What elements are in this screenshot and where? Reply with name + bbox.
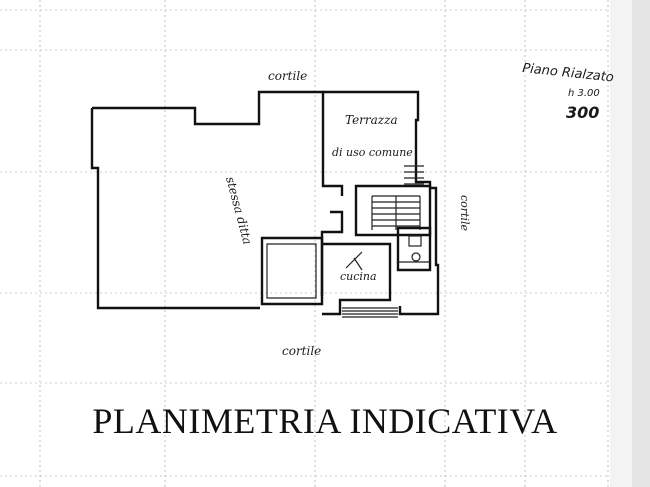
label-cortile-right: cortile bbox=[458, 195, 471, 231]
annotation-height: h 3.00 bbox=[568, 88, 600, 99]
label-di-uso-comune: di uso comune bbox=[332, 146, 413, 159]
label-stessa-ditta: stessa ditta bbox=[223, 175, 255, 246]
building-outline bbox=[90, 90, 344, 310]
label-cortile-top: cortile bbox=[268, 69, 307, 83]
terrazza-block bbox=[323, 90, 432, 188]
living-room-inner bbox=[266, 243, 317, 299]
bathroom bbox=[396, 226, 432, 272]
living-room bbox=[260, 236, 324, 306]
label-cortile-bottom: cortile bbox=[282, 344, 321, 358]
annex-right bbox=[398, 186, 440, 316]
stair-treads bbox=[371, 195, 421, 230]
annotation-value: 300 bbox=[566, 103, 599, 122]
kitchen-wall bbox=[322, 242, 392, 316]
entrance-steps bbox=[342, 307, 398, 318]
annotation-piano-rialzato: Piano Rialzato bbox=[522, 61, 615, 86]
kitchen-diagonal bbox=[345, 251, 363, 271]
label-cucina: cucina bbox=[340, 270, 377, 283]
bathroom-fixtures bbox=[398, 235, 430, 263]
stair-upper-right bbox=[404, 165, 424, 185]
scan-margin-dark bbox=[632, 0, 650, 487]
plan-caption: PLANIMETRIA INDICATIVA bbox=[92, 401, 558, 441]
label-terrazza: Terrazza bbox=[345, 113, 398, 127]
